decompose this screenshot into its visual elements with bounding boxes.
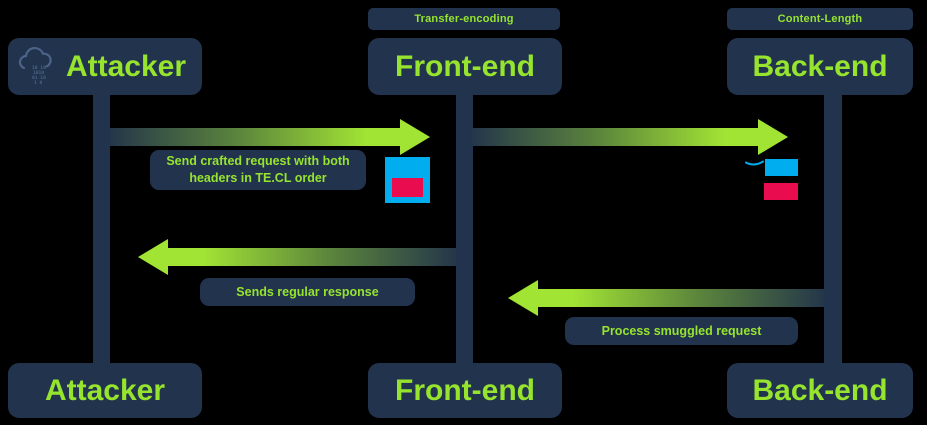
message-smuggled-request-label: Process smuggled request <box>601 323 762 338</box>
message-smuggled-request: Process smuggled request <box>565 317 798 345</box>
header-content-length: Content-Length <box>727 8 913 30</box>
lifeline-backend <box>824 95 842 368</box>
binary-row: 1 0 <box>34 80 43 86</box>
actor-backend-top: Back-end <box>727 38 913 95</box>
header-transfer-encoding: Transfer-encoding <box>368 8 560 30</box>
message-regular-response: Sends regular response <box>200 278 415 306</box>
binary-row: 01 10 <box>32 75 46 81</box>
arrow-forward-request-head <box>758 119 788 155</box>
request-block-red-bar <box>392 178 423 197</box>
message-regular-response-label: Sends regular response <box>236 284 379 299</box>
actor-frontend-top-label: Front-end <box>395 49 535 83</box>
actor-backend-bottom: Back-end <box>727 363 913 418</box>
lifeline-attacker <box>93 95 110 368</box>
actor-backend-bottom-label: Back-end <box>752 373 888 407</box>
arrow-send-request-shaft <box>110 128 402 146</box>
message-send-request-line2: headers in TE.CL order <box>189 171 327 185</box>
header-transfer-encoding-label: Transfer-encoding <box>414 13 514 25</box>
actor-attacker-bottom: Attacker <box>8 363 202 418</box>
actor-frontend-bottom-label: Front-end <box>395 373 535 407</box>
request-split-icon-bottom <box>764 183 798 200</box>
header-content-length-label: Content-Length <box>777 13 863 25</box>
arrow-smuggled-request-shaft <box>538 289 824 307</box>
actor-frontend-top: Front-end <box>368 38 562 95</box>
arrow-forward-request-shaft <box>472 128 760 146</box>
message-send-request-line1: Send crafted request with both <box>166 154 350 169</box>
actor-attacker-top-label: Attacker <box>65 49 187 83</box>
actor-attacker-bottom-label: Attacker <box>44 373 166 407</box>
arrow-smuggled-request-head <box>508 280 538 316</box>
arrow-regular-response-shaft <box>168 248 456 266</box>
message-send-request: Send crafted request with both headers i… <box>150 150 366 190</box>
lifeline-frontend <box>456 95 473 368</box>
split-swoosh-icon <box>745 160 764 166</box>
arrow-regular-response-head <box>138 239 168 275</box>
binary-row: 10 10 <box>32 65 46 71</box>
cloud-binary-icon: 10 10 1010 01 10 1 0 <box>16 46 56 88</box>
actor-frontend-bottom: Front-end <box>368 363 562 418</box>
actor-attacker-top: 10 10 1010 01 10 1 0 Attacker <box>8 38 202 95</box>
request-split-icon-top <box>765 159 798 176</box>
actor-backend-top-label: Back-end <box>752 49 888 83</box>
binary-row: 1010 <box>33 70 44 76</box>
arrow-send-request-head <box>400 119 430 155</box>
request-block-icon <box>385 157 430 203</box>
